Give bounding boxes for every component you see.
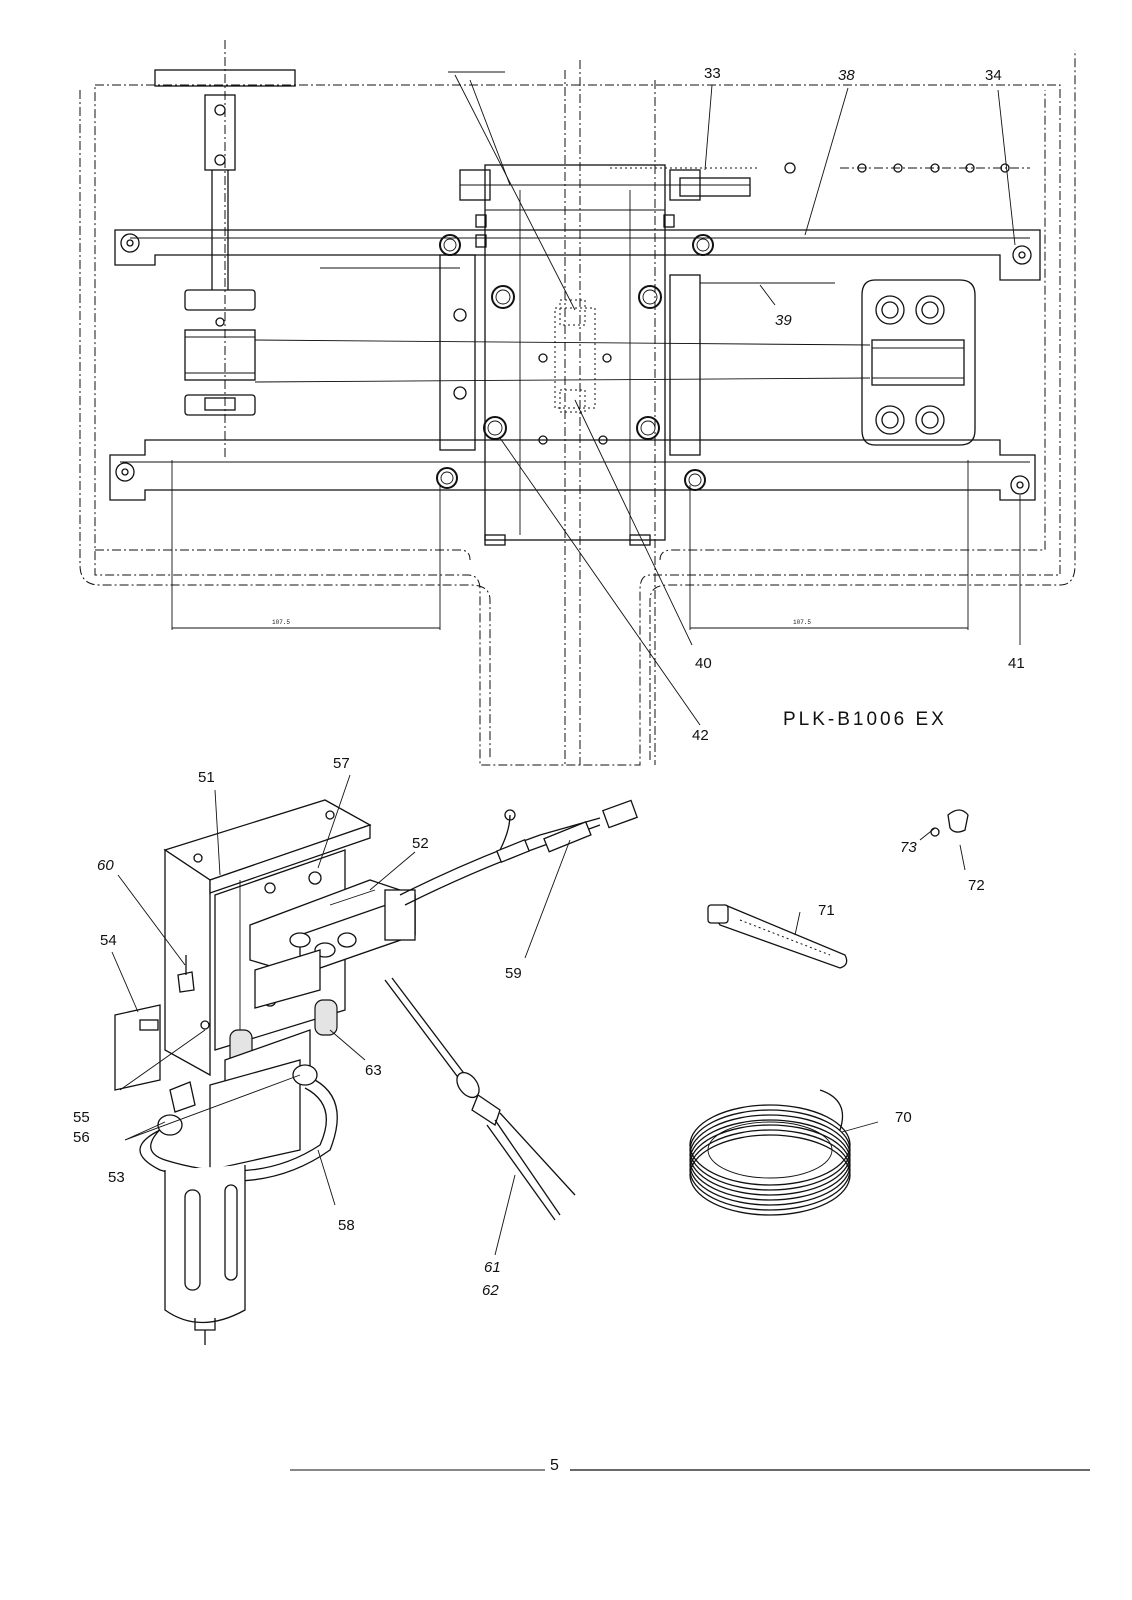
callout-54: 54 <box>100 932 117 949</box>
callout-39: 39 <box>775 312 792 329</box>
callout-58: 58 <box>338 1217 355 1234</box>
callout-70: 70 <box>895 1109 912 1126</box>
callout-33: 33 <box>704 65 721 82</box>
callout-72: 72 <box>968 877 985 894</box>
dimension-right: 107.5 <box>793 619 811 626</box>
callout-62: 62 <box>482 1282 499 1299</box>
callout-60: 60 <box>97 857 114 874</box>
page-number: 5 <box>550 1457 559 1474</box>
dimension-left: 107.5 <box>272 619 290 626</box>
callout-63: 63 <box>365 1062 382 1079</box>
callout-41: 41 <box>1008 655 1025 672</box>
callout-55: 55 <box>73 1109 90 1126</box>
callout-57: 57 <box>333 755 350 772</box>
callout-56: 56 <box>73 1129 90 1146</box>
bottom-callouts: 51 57 52 60 54 59 63 55 56 53 58 61 62 7… <box>73 755 985 1299</box>
callout-42: 42 <box>692 727 709 744</box>
top-callouts: 33 38 34 39 40 41 42 <box>692 65 1025 744</box>
callout-71: 71 <box>818 902 835 919</box>
model-label: PLK-B1006 EX <box>783 709 947 730</box>
callout-73: 73 <box>900 839 917 856</box>
callout-59: 59 <box>505 965 522 982</box>
callout-51: 51 <box>198 769 215 786</box>
top-assembly-drawing <box>79 40 1076 766</box>
carriage-bolts <box>436 162 796 491</box>
callout-61: 61 <box>484 1259 501 1276</box>
callout-40: 40 <box>695 655 712 672</box>
tube-coil-70 <box>689 1089 851 1216</box>
callout-52: 52 <box>412 835 429 852</box>
callout-34: 34 <box>985 67 1002 84</box>
callout-38: 38 <box>838 67 855 84</box>
callout-53: 53 <box>108 1169 125 1186</box>
valve-assembly-drawing <box>111 774 969 1345</box>
